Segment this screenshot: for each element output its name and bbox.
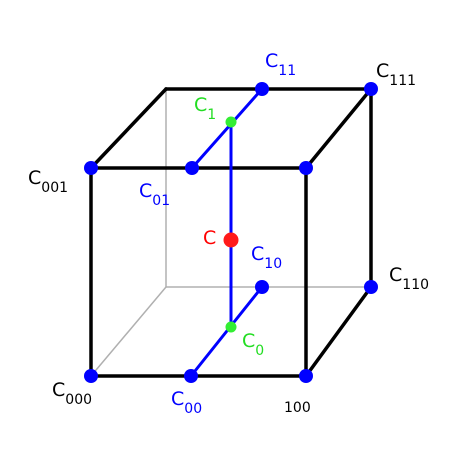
edge-top-right — [304, 87, 373, 170]
label-100: 100 — [284, 400, 311, 416]
label-c111: C111 — [376, 60, 416, 89]
point-c00 — [184, 369, 198, 383]
line-c00-c10 — [189, 285, 264, 378]
interpolation-lines — [189, 87, 264, 378]
point-c0 — [225, 321, 237, 333]
label-c01: C01 — [139, 180, 170, 209]
edge-top-left — [89, 87, 168, 170]
point-c01 — [185, 161, 199, 175]
point-c101 — [299, 161, 313, 175]
hidden-edge-bottom-left — [90, 286, 167, 377]
point-c100 — [299, 369, 313, 383]
label-c00: C00 — [171, 388, 202, 417]
point-c10 — [255, 280, 269, 294]
point-c111 — [364, 82, 378, 96]
label-c000: C000 — [52, 379, 92, 408]
label-c11: C11 — [265, 50, 296, 79]
label-c10: C10 — [251, 243, 282, 272]
edge-bottom-right — [304, 285, 373, 378]
point-c001 — [84, 161, 98, 175]
label-c: C — [203, 227, 216, 249]
label-c110: C110 — [389, 264, 429, 293]
point-c000 — [84, 369, 98, 383]
point-c11 — [255, 82, 269, 96]
cube-edges — [89, 87, 373, 378]
point-c1 — [225, 116, 237, 128]
vertex-points — [84, 82, 378, 383]
point-c110 — [364, 280, 378, 294]
label-c0: C0 — [242, 330, 264, 359]
point-c — [223, 232, 239, 248]
line-c01-c11 — [190, 87, 264, 170]
label-c001: C001 — [28, 167, 68, 196]
label-c1: C1 — [194, 94, 216, 123]
